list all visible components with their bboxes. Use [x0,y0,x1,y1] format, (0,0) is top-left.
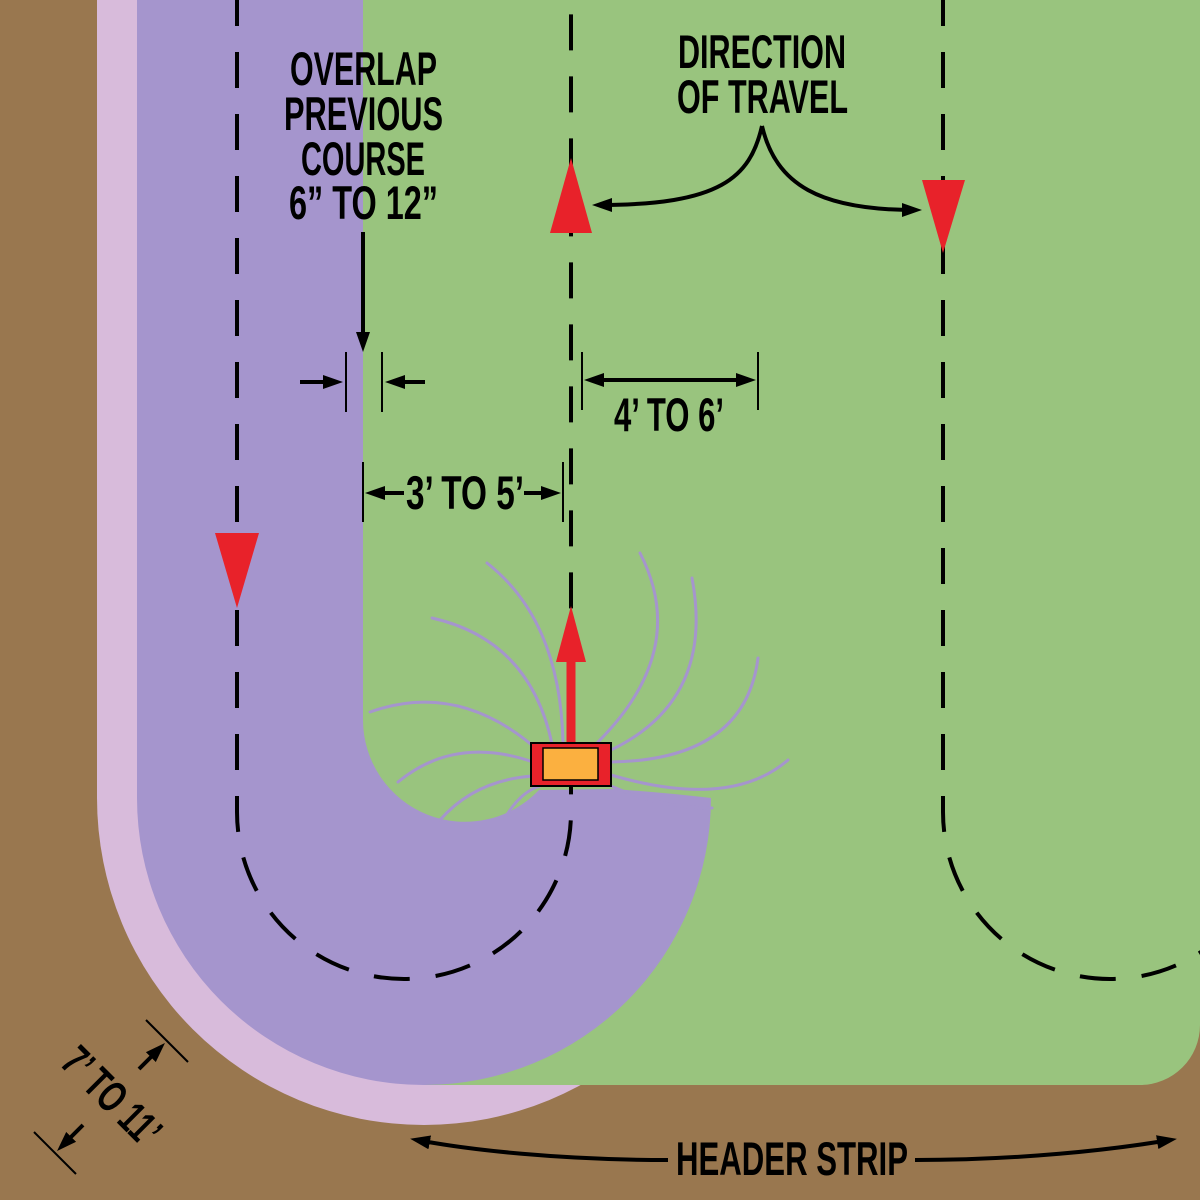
header-strip-arrow-left [410,1135,669,1162]
spray-line [485,561,565,744]
direction-brace-right-arrow [760,125,922,217]
travel-arrow-down-icon [215,533,259,608]
turn-band-arrow-up [137,1043,165,1071]
overlap-label-line: PREVIOUS [284,87,443,140]
direction-brace-left-arrow [592,125,764,212]
travel-arrow-up-icon [550,158,592,233]
edge-to-pass-dimension: 3’ TO 5’ [362,462,564,522]
overlap-label-line: 6” TO 12” [289,176,438,229]
spray-line [438,774,535,822]
header-strip-arrow-right [914,1135,1177,1162]
pass-spacing-label: 4’ TO 6’ [614,388,724,441]
overlap-label-line: COURSE [301,132,425,185]
spray-line [368,700,542,754]
header-strip-annotation: HEADER STRIP [410,1132,1177,1185]
pass-spacing-dimension: 4’ TO 6’ [581,352,759,441]
direction-label-line: DIRECTION [678,25,846,78]
overlap-annotation: OVERLAP PREVIOUS COURSE 6” TO 12” [284,42,443,412]
sprayer-tank [542,747,599,781]
overlap-label-line: OVERLAP [290,42,437,95]
travel-arrow-down-icon [922,180,965,253]
edge-to-pass-label: 3’ TO 5’ [406,466,524,519]
spray-line [430,616,554,746]
direction-annotation: DIRECTION OF TRAVEL [592,25,922,217]
travel-direction-markers [215,158,965,608]
spray-fan [368,551,790,822]
header-strip-label: HEADER STRIP [676,1132,908,1185]
turn-band-tick-lower [33,1131,77,1175]
spray-line [596,551,660,744]
pass-path-left-turn [235,0,573,981]
pass-path-right-turn [941,0,1200,981]
pass-paths [235,0,1200,981]
direction-label-line: OF TRAVEL [677,70,848,123]
spray-line [396,750,535,784]
spray-line [609,576,698,752]
spray-line [503,784,542,820]
sprayer-machine [530,606,612,787]
spray-line [609,758,790,791]
spray-line [609,784,714,810]
turn-band-arrow-down [57,1123,85,1151]
spray-line [609,656,760,764]
sprayed-swath [137,0,711,1085]
turn-band-tick-upper [145,1019,189,1063]
sprayer-heading-arrow-icon [556,606,586,662]
